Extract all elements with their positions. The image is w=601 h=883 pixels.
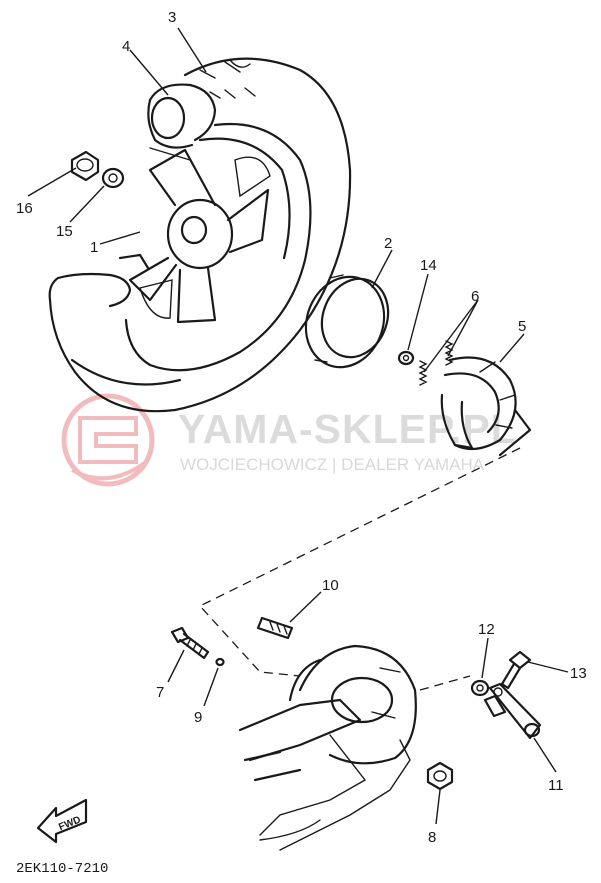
washer-part-12 bbox=[470, 679, 490, 697]
label-part-6: 6 bbox=[471, 288, 479, 305]
label-part-12: 12 bbox=[478, 621, 495, 638]
washer-part-14 bbox=[397, 350, 415, 366]
label-part-13: 13 bbox=[570, 665, 587, 682]
dashed-connector-lower bbox=[419, 675, 471, 691]
label-part-3: 3 bbox=[168, 9, 176, 26]
wheel-assembly bbox=[48, 57, 352, 413]
bolt-part-10 bbox=[256, 616, 294, 640]
label-part-5: 5 bbox=[518, 318, 526, 335]
label-part-8: 8 bbox=[428, 829, 436, 846]
pin-part-9 bbox=[215, 657, 225, 667]
label-part-14: 14 bbox=[420, 257, 437, 274]
watermark-subtitle: WOJCIECHOWICZ | DEALER YAMAHA bbox=[180, 455, 485, 474]
brake-shoe-part-5 bbox=[440, 356, 532, 457]
nut-part-8 bbox=[426, 761, 454, 791]
washer-part-15 bbox=[101, 167, 125, 189]
leader-lines bbox=[27, 27, 569, 825]
spacer-ring-part-2 bbox=[304, 274, 390, 369]
bolt-part-13 bbox=[500, 650, 532, 690]
label-part-16: 16 bbox=[16, 200, 33, 217]
nut-part-16 bbox=[70, 150, 100, 182]
cam-lever-part-11 bbox=[483, 682, 542, 740]
dashed-connector-upper bbox=[198, 447, 521, 677]
label-part-9: 9 bbox=[194, 709, 202, 726]
fwd-arrow-icon: FWD bbox=[36, 798, 88, 844]
label-part-1: 1 bbox=[90, 239, 98, 256]
diagram-code: 2EK110-7210 bbox=[16, 861, 108, 877]
label-part-15: 15 bbox=[56, 223, 73, 240]
label-part-2: 2 bbox=[384, 235, 392, 252]
watermark-title: YAMA-SKLEP.PL bbox=[178, 406, 517, 452]
label-part-7: 7 bbox=[156, 684, 164, 701]
bolt-part-7 bbox=[170, 626, 210, 660]
brake-plate-assembly bbox=[238, 644, 417, 851]
spring-part-6a bbox=[418, 360, 428, 386]
fwd-label: FWD bbox=[57, 814, 82, 833]
label-part-10: 10 bbox=[322, 577, 339, 594]
label-part-11: 11 bbox=[548, 777, 564, 794]
label-part-4: 4 bbox=[122, 38, 130, 55]
watermark-logo bbox=[61, 393, 155, 487]
